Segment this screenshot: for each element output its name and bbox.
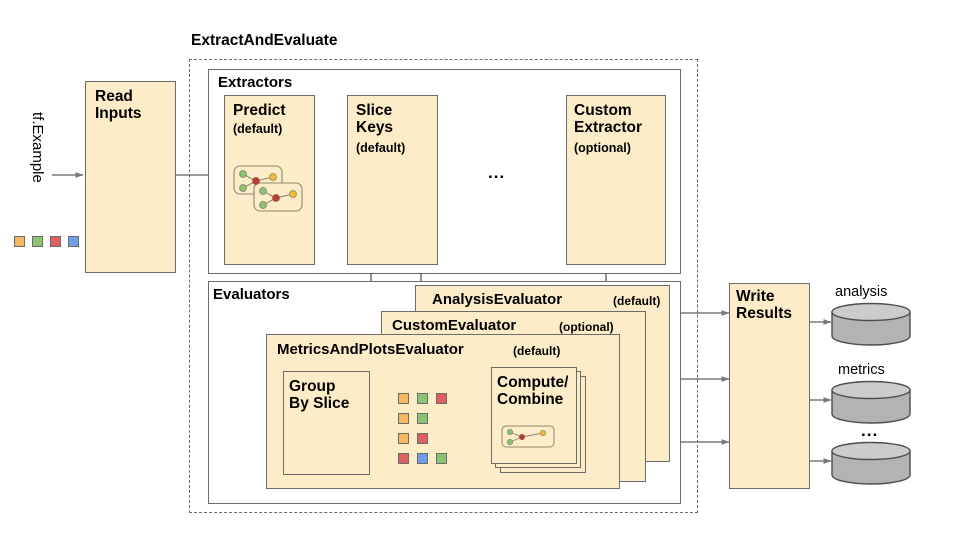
metrics-and-plots-evaluator-qualifier: (default) — [513, 344, 561, 358]
extractors-ellipsis: ... — [488, 163, 506, 182]
input-swatch-orange — [14, 236, 25, 247]
analysis-evaluator-label: AnalysisEvaluator — [432, 291, 563, 308]
extractors-title: Extractors — [218, 74, 293, 91]
slice-swatch-blue — [417, 453, 428, 464]
custom-evaluator-qualifier: (optional) — [559, 320, 614, 334]
extract-and-evaluate-title: ExtractAndEvaluate — [191, 32, 338, 49]
output-cylinder-analysis[interactable] — [831, 302, 911, 346]
extractor-custom-box[interactable] — [566, 95, 666, 265]
slice-swatch-orange — [398, 413, 409, 424]
output-label-metrics: metrics — [838, 362, 885, 378]
slice-swatch-red — [417, 433, 428, 444]
input-swatch-red — [50, 236, 61, 247]
output-label-ellipsis: ... — [861, 421, 879, 440]
output-cylinder-other[interactable] — [831, 441, 911, 485]
extractor-slice-keys-box[interactable] — [347, 95, 438, 265]
output-label-analysis: analysis — [835, 284, 888, 300]
input-swatch-green — [32, 236, 43, 247]
evaluators-title: Evaluators — [213, 286, 290, 303]
extractor-slice-keys-qualifier: (default) — [356, 141, 406, 155]
input-label: tf.Example — [29, 112, 46, 183]
compute-combine-label: Compute/Combine — [497, 374, 569, 409]
compute-combine-box[interactable] — [491, 367, 577, 464]
group-by-slice-box[interactable] — [283, 371, 370, 475]
slice-swatch-orange — [398, 393, 409, 404]
write-results-box[interactable] — [729, 283, 810, 489]
slice-swatch-green — [417, 393, 428, 404]
compute-combine-graph-icon — [501, 425, 555, 448]
custom-evaluator-label: CustomEvaluator — [392, 317, 517, 334]
metrics-and-plots-evaluator-label: MetricsAndPlotsEvaluator — [277, 341, 464, 358]
slice-swatch-green — [417, 413, 428, 424]
extractor-predict-label: Predict — [233, 102, 286, 119]
predict-graph-icon — [233, 165, 303, 212]
analysis-evaluator-qualifier: (default) — [613, 294, 661, 308]
extractor-custom-qualifier: (optional) — [574, 141, 631, 155]
extractor-predict-qualifier: (default) — [233, 122, 283, 136]
output-cylinder-metrics[interactable] — [831, 380, 911, 424]
slice-swatch-orange — [398, 433, 409, 444]
input-swatch-blue — [68, 236, 79, 247]
slice-swatch-red — [436, 393, 447, 404]
slice-swatch-red — [398, 453, 409, 464]
slice-swatch-green — [436, 453, 447, 464]
extract-and-evaluate-container — [189, 59, 698, 513]
read-inputs-box[interactable] — [85, 81, 176, 273]
